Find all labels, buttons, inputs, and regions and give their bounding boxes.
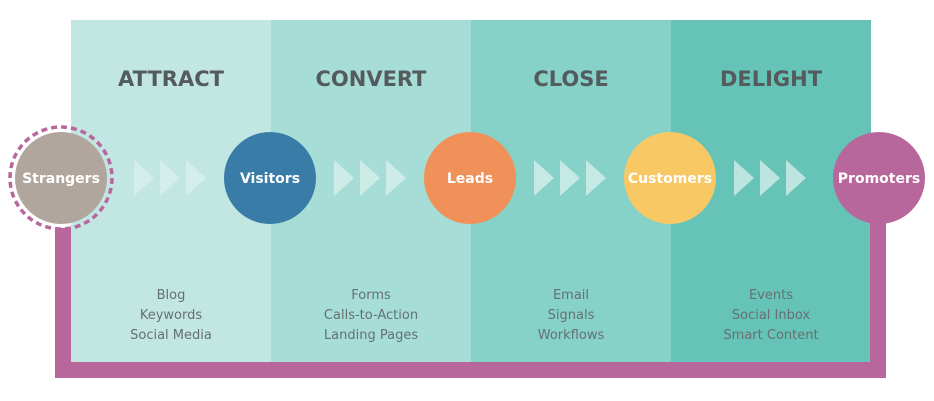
chevron-icon (186, 160, 206, 196)
node-circle (224, 132, 316, 224)
chevron-icon (786, 160, 806, 196)
node-strangers: Strangers (8, 125, 114, 231)
stage-item: Smart Content (723, 328, 818, 343)
chevron-arrows-icon (534, 160, 606, 196)
node-circle (15, 132, 107, 224)
node-customers: Customers (624, 132, 716, 224)
node-circle (624, 132, 716, 224)
chevron-icon (760, 160, 780, 196)
chevron-icon (586, 160, 606, 196)
node-circle (424, 132, 516, 224)
stage-title: ATTRACT (118, 67, 225, 91)
stage-title: CLOSE (533, 67, 608, 91)
chevron-icon (734, 160, 754, 196)
node-leads: Leads (424, 132, 516, 224)
node-circle (833, 132, 925, 224)
chevron-icon (386, 160, 406, 196)
stage-item: Blog (157, 288, 186, 303)
stage-item: Events (749, 288, 793, 303)
chevron-arrows-icon (334, 160, 406, 196)
stage-item: Forms (351, 288, 391, 303)
stage-item: Keywords (140, 308, 203, 323)
stage-title: DELIGHT (720, 67, 823, 91)
stage-item: Signals (548, 308, 595, 323)
chevron-arrows-icon (734, 160, 806, 196)
node-visitors: Visitors (224, 132, 316, 224)
stage-item: Social Media (130, 328, 212, 343)
stage-item: Social Inbox (732, 308, 811, 323)
node-label: Strangers (22, 171, 100, 187)
chevron-icon (534, 160, 554, 196)
stage-item: Calls-to-Action (324, 308, 418, 323)
node-label: Promoters (838, 171, 920, 187)
stage-title: CONVERT (316, 67, 428, 91)
dashed-ring (8, 125, 114, 231)
node-promoters: Promoters (833, 132, 925, 224)
node-label: Customers (628, 171, 712, 187)
stage-item: Workflows (538, 328, 605, 343)
feedback-loop-line (55, 222, 886, 378)
chevron-icon (360, 160, 380, 196)
stage-item: Email (553, 288, 589, 303)
chevron-arrows-icon (134, 160, 206, 196)
chevron-icon (134, 160, 154, 196)
chevron-icon (560, 160, 580, 196)
node-label: Visitors (240, 171, 300, 187)
node-label: Leads (447, 171, 493, 187)
stage-item: Landing Pages (324, 328, 418, 343)
chevron-icon (334, 160, 354, 196)
chevron-icon (160, 160, 180, 196)
